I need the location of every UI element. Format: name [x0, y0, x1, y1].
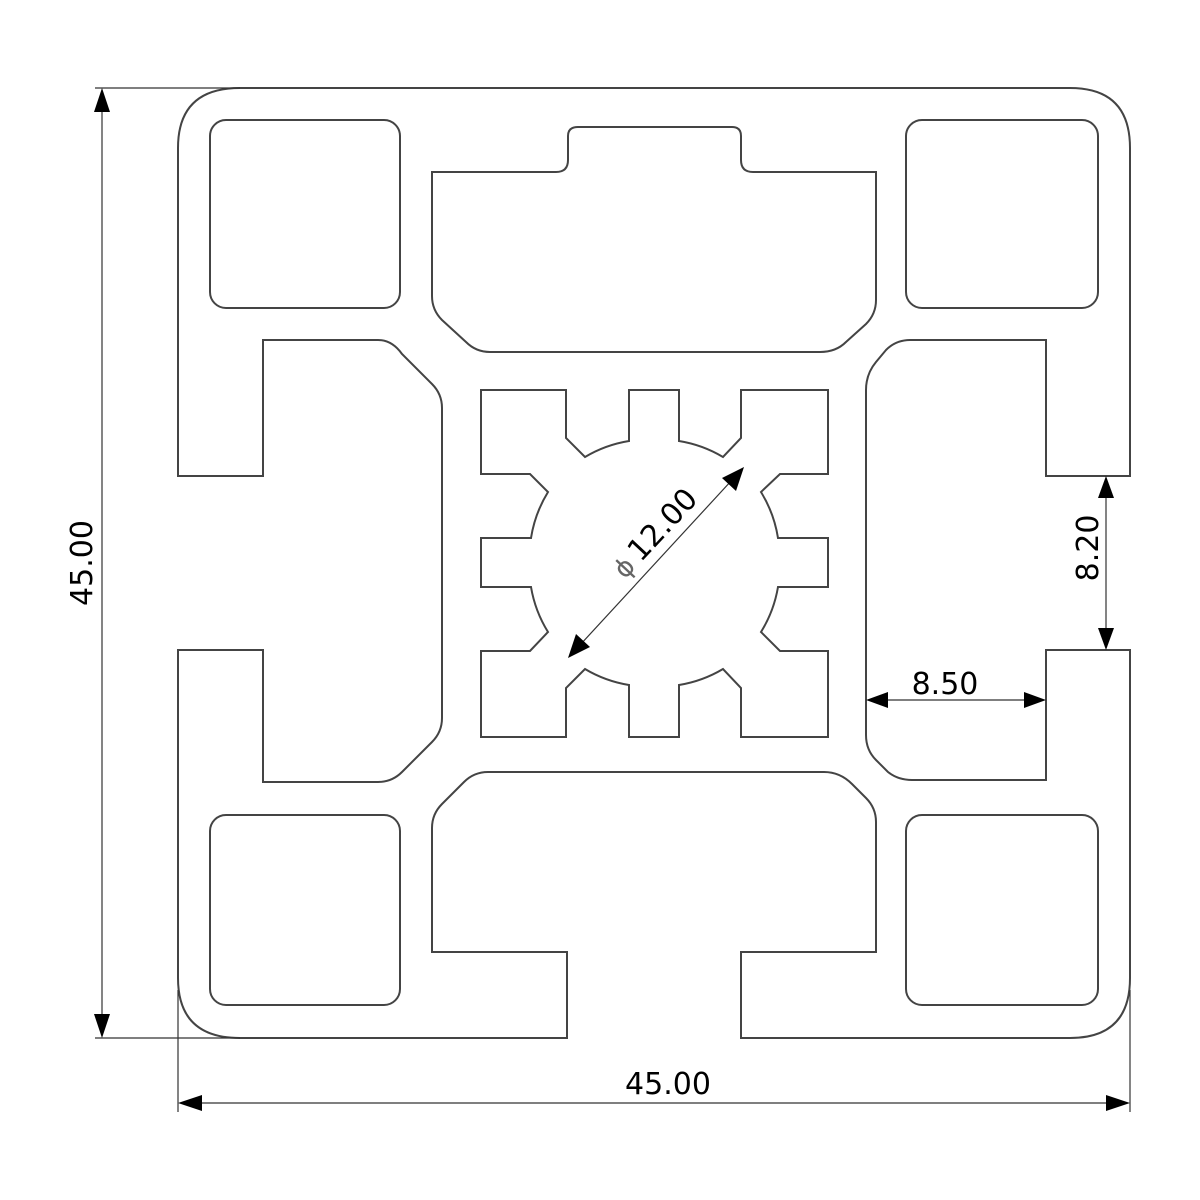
slot-depth-label: 8.50: [912, 667, 979, 702]
slot-opening-dimension: 8.20: [1071, 476, 1114, 650]
top-pocket: [431, 126, 877, 353]
arrow-up-icon: [94, 88, 110, 112]
height-label: 45.00: [65, 520, 100, 606]
arrow-right-icon: [1106, 1095, 1130, 1111]
arrow-left-icon: [178, 1095, 202, 1111]
slot-depth-dimension: 8.50: [866, 667, 1046, 708]
corner-pocket-bottom-right: [905, 814, 1099, 1006]
corner-pocket-top-left: [209, 119, 401, 309]
width-dimension: 45.00: [177, 990, 1131, 1112]
height-dimension: 45.00: [65, 87, 240, 1039]
corner-pocket-bottom-left: [209, 814, 401, 1006]
corner-pocket-top-right: [905, 119, 1099, 309]
width-label: 45.00: [625, 1067, 711, 1102]
arrow-down-icon: [94, 1014, 110, 1038]
slot-opening-label: 8.20: [1071, 515, 1106, 582]
